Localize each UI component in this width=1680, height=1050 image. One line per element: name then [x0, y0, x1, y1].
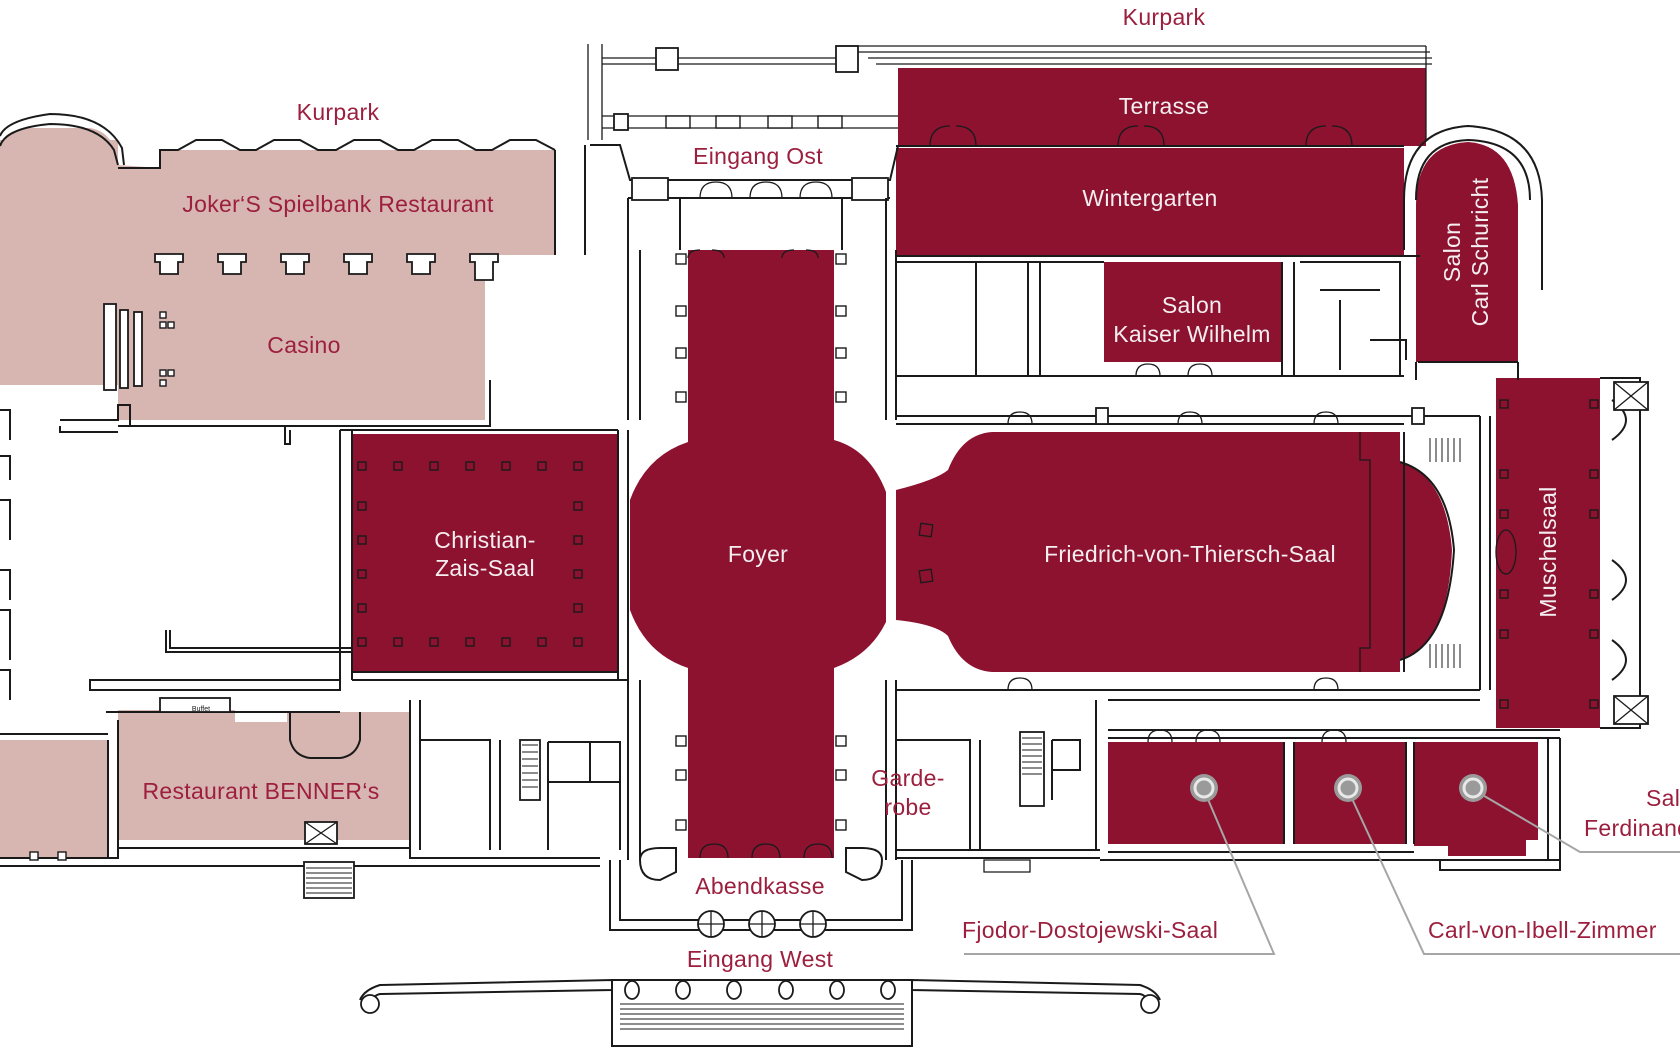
label-christian-zais-saal-1: Christian-: [434, 527, 535, 553]
label-salon-carl-schuricht-1: Salon: [1439, 222, 1465, 282]
label-salon-ferdinand-2: Ferdinand: [1584, 815, 1680, 841]
label-casino: Casino: [267, 332, 340, 358]
label-abendkasse: Abendkasse: [695, 873, 825, 899]
stairs-west: [522, 744, 538, 788]
label-garderobe-2: robe: [884, 794, 931, 820]
room-salon-carl-schuricht[interactable]: [1416, 142, 1518, 362]
label-kurpark-east: Kurpark: [1123, 4, 1206, 30]
room-friedrich-von-thiersch-saal[interactable]: [896, 432, 1452, 672]
christian-zais-saal-columns: [357, 461, 583, 647]
stairs-stage-south: [1429, 644, 1461, 668]
label-benners-restaurant: Restaurant BENNER‘s: [142, 778, 379, 804]
callout-ferdinand[interactable]: [1459, 774, 1680, 853]
label-muschelsaal: Muschelsaal: [1535, 486, 1561, 617]
label-buffet: Buffet: [192, 706, 210, 713]
room-wintergarten[interactable]: [896, 148, 1404, 256]
label-friedrich-von-thiersch-saal: Friedrich-von-Thiersch-Saal: [1044, 541, 1336, 567]
room-benners-annex[interactable]: [0, 740, 108, 858]
room-jokers-restaurant[interactable]: [0, 128, 555, 255]
label-foyer: Foyer: [728, 541, 788, 567]
stairs-eingang-west: [620, 1003, 904, 1030]
label-eingang-ost: Eingang Ost: [693, 143, 823, 169]
label-salon-carl-schuricht-2: Carl Schuricht: [1467, 177, 1493, 326]
stairs-benners: [306, 867, 352, 894]
label-garderobe-1: Garde-: [871, 765, 944, 791]
room-benners-restaurant[interactable]: [118, 710, 410, 840]
room-terrasse[interactable]: [898, 68, 1426, 146]
stairs-stage-north: [1429, 438, 1461, 462]
callout-dostojewski[interactable]: [964, 774, 1276, 955]
label-salon-kaiser-wilhelm-1: Salon: [1162, 292, 1222, 318]
stairs-garderobe: [1022, 737, 1042, 775]
label-christian-zais-saal-2: Zais-Saal: [435, 555, 535, 581]
label-wintergarten: Wintergarten: [1082, 185, 1217, 211]
label-eingang-west: Eingang West: [687, 946, 834, 972]
thiersch-saal-piers: [918, 522, 934, 584]
room-christian-zais-saal[interactable]: [352, 434, 618, 672]
label-salon-ferdinand-1: Salon: [1646, 785, 1680, 811]
foyer-columns: [675, 253, 847, 831]
room-foyer[interactable]: [630, 250, 886, 858]
callout-ibell[interactable]: [1334, 774, 1680, 955]
label-jokers-restaurant: Joker‘S Spielbank Restaurant: [182, 191, 494, 217]
room-salon-kaiser-wilhelm[interactable]: [1104, 262, 1282, 362]
label-salon-kaiser-wilhelm-2: Kaiser Wilhelm: [1113, 321, 1271, 347]
muschelsaal-columns: [1499, 399, 1599, 709]
room-muschelsaal[interactable]: [1496, 378, 1600, 728]
terrace-columns: [665, 115, 843, 129]
label-kurpark-west: Kurpark: [297, 99, 380, 125]
label-fjodor-dostojewski-saal: Fjodor-Dostojewski-Saal: [962, 917, 1218, 943]
room-casino[interactable]: [0, 255, 485, 420]
entrance-revolving-doors: [697, 910, 827, 938]
label-terrasse: Terrasse: [1119, 93, 1210, 119]
walls: [0, 44, 1649, 1047]
entrance-step-columns: [624, 980, 896, 1000]
pillars-row: [154, 253, 499, 281]
label-carl-von-ibell-zimmer: Carl-von-Ibell-Zimmer: [1428, 917, 1657, 943]
doors: [687, 125, 1353, 859]
